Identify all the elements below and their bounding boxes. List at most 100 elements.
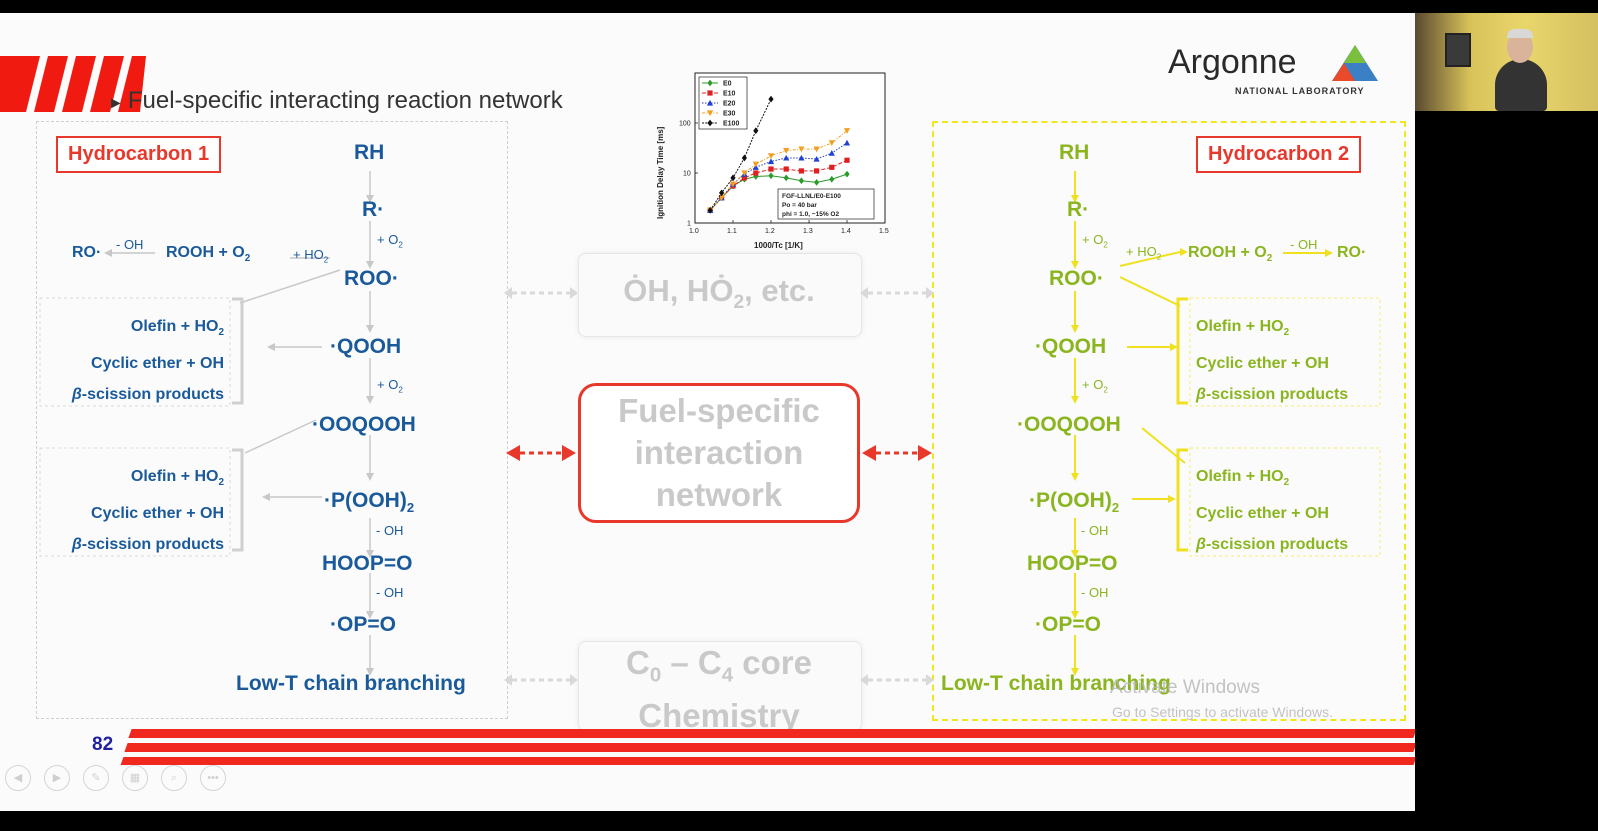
point-E30-5 [767, 153, 775, 159]
point-E30-4 [752, 161, 759, 168]
left-ro: RO· [72, 244, 102, 261]
more-icon: ••• [207, 772, 219, 784]
left-o2-step-2: + O2 [377, 377, 403, 395]
left-products-2-beta: β-scission products [71, 536, 224, 554]
x-tick-label-1: 1.1 [727, 228, 737, 235]
core-chemistry-text: C0 – C4 core Chemistry [578, 643, 860, 736]
legend-label-E30: E30 [723, 111, 736, 118]
right-products-1-beta: β-scission products [1196, 386, 1349, 404]
chart-info-box [777, 188, 875, 220]
network-box [578, 383, 860, 523]
activate-windows-title: Activate Windows [1110, 677, 1260, 698]
right-ro: RO· [1337, 244, 1367, 261]
right-ooqooh: ·OOQOOH [1017, 413, 1121, 436]
point-E10-4 [753, 170, 759, 176]
x-tick-label-4: 1.4 [841, 228, 851, 235]
prev-slide-button[interactable]: ◀ [5, 765, 31, 791]
hydrocarbon-2-label: Hydrocarbon 2 [1196, 136, 1362, 173]
center-connectors [504, 287, 934, 686]
presenter-webcam [1415, 13, 1598, 111]
point-E10-7 [798, 168, 804, 174]
pen-button[interactable]: ✎ [83, 765, 109, 791]
chart-info-3: phi = 1.0, ~15% O2 [782, 211, 839, 218]
next-slide-button[interactable]: ▶ [44, 765, 70, 791]
legend-label-E0: E0 [723, 81, 732, 88]
point-E30-6 [783, 148, 790, 154]
network-line-2: interaction [634, 434, 804, 471]
left-roo: ROO· [344, 267, 399, 290]
point-E20-5 [767, 158, 775, 165]
point-E10-6 [783, 166, 789, 172]
activate-windows-subtitle: Go to Settings to activate Windows. [1112, 704, 1333, 720]
hydrocarbon-1-panel [36, 121, 508, 719]
more-options-button[interactable]: ••• [200, 765, 226, 791]
chart-info-1: FGF-LLNL/E0-E100 [782, 193, 841, 200]
zoom-button[interactable]: ⌕ [161, 765, 187, 791]
point-E20-6 [783, 154, 790, 161]
bottom-stripe-3 [120, 757, 1415, 765]
core-line-2: Chemistry [638, 696, 800, 734]
legend-label-E100: E100 [723, 121, 739, 128]
slide-title-row: ►Fuel-specific interacting reaction netw… [108, 87, 563, 115]
left-arrows [39, 171, 374, 676]
left-hoop: HOOP=O [322, 552, 413, 575]
point-E30-10 [843, 128, 851, 134]
left-ooqooh: ·OOQOOH [312, 413, 416, 436]
right-op: ·OP=O [1035, 613, 1101, 636]
right-products-2-olefin: Olefin + HO2 [1196, 468, 1290, 489]
chart-info-2: Po = 40 bar [782, 202, 817, 209]
left-ho2-step: + HO2 [293, 247, 329, 265]
legend-marker-E100 [707, 119, 713, 127]
point-E10-5 [768, 166, 774, 172]
point-E30-3 [741, 170, 748, 177]
point-E20-10 [843, 139, 851, 146]
point-E100-2 [730, 174, 736, 182]
left-op: ·OP=O [330, 613, 396, 636]
hydrocarbon-1-label: Hydrocarbon 1 [56, 136, 222, 173]
point-E20-9 [828, 150, 835, 156]
point-E10-3 [741, 175, 747, 181]
legend-marker-E20 [706, 99, 714, 106]
point-E0-7 [798, 177, 804, 185]
y-tick-label-0: 1 [687, 221, 691, 228]
right-branching: Low-T chain branching [941, 672, 1171, 695]
arrow-right-icon: ▶ [52, 772, 62, 784]
logo-name: Argonne [1168, 43, 1297, 81]
right-rh: RH [1059, 141, 1090, 164]
right-hoop: HOOP=O [1027, 552, 1118, 575]
chart-ylabel: Ignition Delay Time [ms] [656, 126, 665, 219]
chart-legend-box [698, 76, 748, 130]
y-tick-label-1: 10 [683, 171, 691, 178]
presenter-body [1495, 59, 1547, 111]
wall-picture [1445, 33, 1471, 67]
point-E30-8 [813, 146, 820, 153]
right-pooh2: ·P(OOH)2 [1029, 489, 1120, 516]
legend-label-E10: E10 [723, 91, 736, 98]
right-minus-oh-1: - OH [1081, 523, 1109, 538]
slide-title: Fuel-specific interacting reaction netwo… [127, 87, 563, 114]
point-E30-1 [718, 195, 725, 201]
x-tick-label-2: 1.2 [765, 228, 775, 235]
point-E20-8 [813, 155, 820, 162]
hydrocarbon-2-panel [932, 121, 1406, 721]
argonne-logo: Argonne NATIONAL LABORATORY [1168, 43, 1364, 96]
left-products-1-olefin: Olefin + HO2 [130, 318, 224, 339]
magnifier-icon: ⌕ [170, 772, 178, 784]
left-rh: RH [354, 141, 385, 164]
x-tick-label-3: 1.3 [803, 228, 813, 235]
point-E10-8 [814, 168, 820, 174]
left-products-2: Olefin + HO2 Cyclic ether + OH β-scissio… [54, 461, 224, 560]
left-pooh2: ·P(OOH)2 [324, 489, 415, 516]
see-all-slides-button[interactable]: ▦ [122, 765, 148, 791]
right-products-1: Olefin + HO2 Cyclic ether + OH β-scissio… [1196, 311, 1376, 410]
left-branching: Low-T chain branching [236, 672, 466, 695]
right-products-1-ether: Cyclic ether + OH [1196, 355, 1329, 373]
red-stripes-logo [0, 56, 146, 112]
core-line-1: C0 – C4 core [626, 644, 812, 687]
left-o2-step-1: + O2 [377, 232, 403, 250]
point-E30-2 [729, 181, 737, 188]
presentation-slide: ►Fuel-specific interacting reaction netw… [0, 13, 1415, 811]
y-tick-label-2: 100 [679, 121, 691, 128]
legend-marker-E10 [707, 90, 713, 96]
